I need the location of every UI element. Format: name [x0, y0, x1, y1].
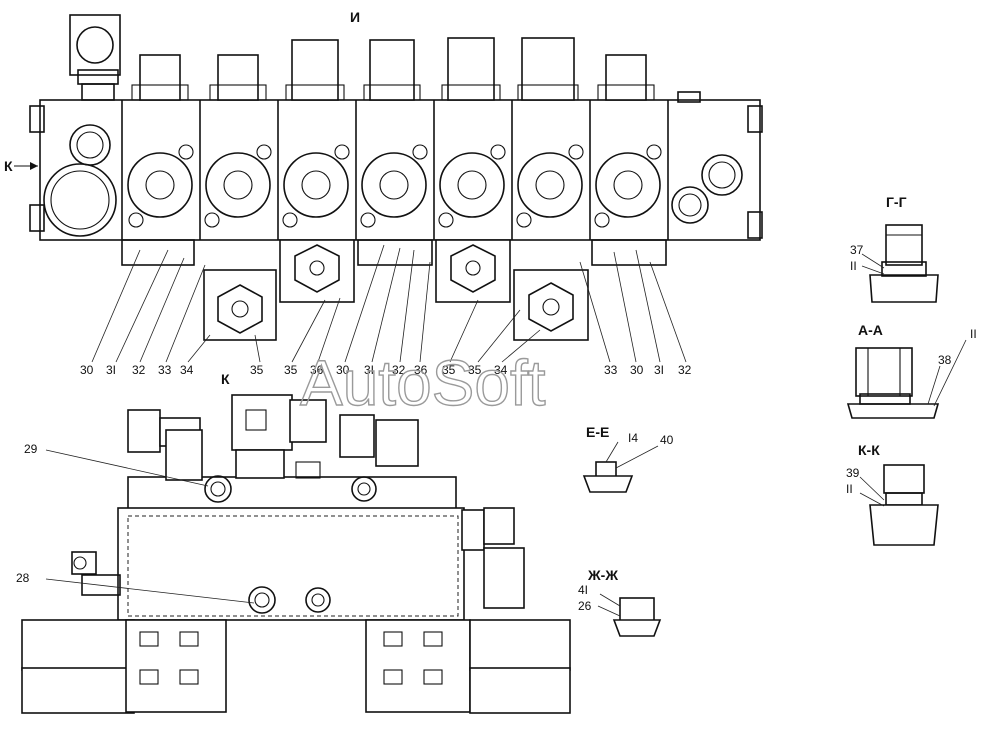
- top-callout-8: 30: [336, 363, 350, 377]
- top-callout-16: 30: [630, 363, 644, 377]
- callout-kk-1: II: [846, 482, 853, 496]
- section-label-kk: К-К: [858, 442, 880, 458]
- top-callout-0: 30: [80, 363, 94, 377]
- top-callout-11: 36: [414, 363, 428, 377]
- callout-29: 29: [24, 442, 38, 456]
- top-callout-2: 32: [132, 363, 146, 377]
- view-labels: И К К Г-Г А-А К-К Е-Е Ж-Ж: [4, 9, 907, 583]
- top-callout-12: 35: [442, 363, 456, 377]
- callout-gg-1: II: [850, 259, 857, 273]
- callout-aa-1: II: [970, 327, 977, 341]
- top-callout-3: 33: [158, 363, 172, 377]
- section-dividers: [199, 100, 669, 240]
- top-callout-numbers: 30 3I 32 33 34 35 35 36 30 3I 32 36 35 35 34 33 30 3I 32: [80, 363, 692, 377]
- top-callout-1: 3I: [106, 363, 116, 377]
- callout-zhzh-1: 26: [578, 599, 592, 613]
- top-callout-4: 34: [180, 363, 194, 377]
- section-callouts: 37 II 38 II 39 II I4 40 4I 26: [578, 243, 977, 613]
- section-kk-detail: [859, 464, 939, 546]
- top-callout-14: 34: [494, 363, 508, 377]
- side-callouts: 29 28: [16, 442, 38, 585]
- section-ee-detail: [582, 441, 659, 493]
- callout-kk-0: 39: [846, 466, 860, 480]
- watermark: AutoSoft: [300, 347, 546, 419]
- section-label-zhzh: Ж-Ж: [587, 567, 618, 583]
- view-label-k: К: [221, 371, 230, 387]
- port-flanges: [127, 144, 662, 228]
- top-callout-15: 33: [604, 363, 618, 377]
- section-label-ee: Е-Е: [586, 424, 609, 440]
- section-aa-detail: [846, 339, 967, 419]
- top-callout-9: 3I: [364, 363, 374, 377]
- callout-ee-1: 40: [660, 433, 674, 447]
- top-leader-lines: [91, 244, 687, 363]
- callout-gg-0: 37: [850, 243, 864, 257]
- top-callout-10: 32: [392, 363, 406, 377]
- valve-bank-side-view: [21, 394, 571, 714]
- view-label-i: И: [350, 9, 360, 25]
- top-callout-5: 35: [250, 363, 264, 377]
- callout-aa-0: 38: [938, 353, 952, 367]
- section-label-gg: Г-Г: [886, 194, 907, 210]
- callout-ee-0: I4: [628, 431, 638, 445]
- callout-28: 28: [16, 571, 30, 585]
- section-label-aa: А-А: [858, 322, 883, 338]
- top-callout-18: 32: [678, 363, 692, 377]
- section-gg-detail: [861, 224, 939, 303]
- top-callout-17: 3I: [654, 363, 664, 377]
- view-label-k-arrow: К: [4, 158, 13, 174]
- top-callout-6: 35: [284, 363, 298, 377]
- valve-bank-top-view: [14, 14, 763, 341]
- bottom-port-blocks: [121, 239, 667, 341]
- top-callout-7: 36: [310, 363, 324, 377]
- callout-zhzh-0: 4I: [578, 583, 588, 597]
- top-callout-13: 35: [468, 363, 482, 377]
- spool-caps: [131, 37, 655, 101]
- section-zhzh-detail: [597, 593, 662, 637]
